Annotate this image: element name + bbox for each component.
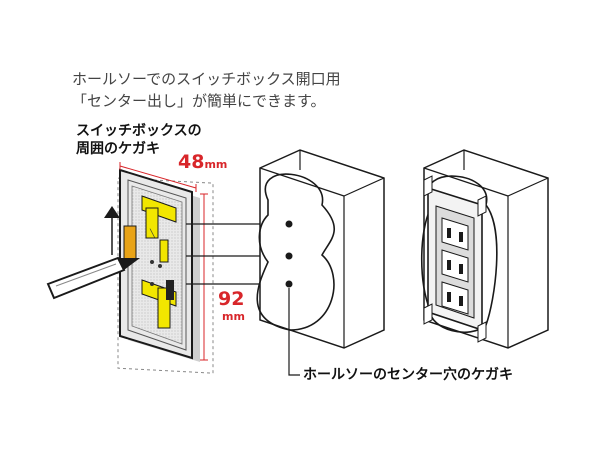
receptacle [441, 249, 469, 283]
perimeter-label-line-1: スイッチボックスの [76, 123, 202, 139]
wall-box-middle [256, 149, 385, 349]
center-mark [285, 220, 293, 228]
receptacle [441, 217, 469, 251]
orange-tape [123, 225, 137, 261]
up-arrow-icon [104, 206, 120, 218]
center-mark [285, 280, 293, 288]
caption-line-2: 「センター出し」が簡単にできます。 [72, 92, 326, 110]
center-mark [285, 252, 293, 260]
perimeter-marking-label: スイッチボックスの 周囲のケガキ [76, 122, 202, 158]
center-hole-label: ホールソーのセンター穴のケガキ [303, 367, 513, 383]
perimeter-label-line-2: 周囲のケガキ [76, 141, 160, 157]
height-dimension: 92 mm [218, 290, 245, 326]
caption: ホールソーでのスイッチボックス開口用 「センター出し」が簡単にできます。 [72, 68, 341, 112]
wall-box-right [420, 149, 549, 349]
width-dimension: 48mm [178, 151, 227, 173]
width-unit: mm [204, 158, 228, 171]
dimension-lines [119, 162, 208, 361]
caption-line-1: ホールソーでのスイッチボックス開口用 [72, 70, 341, 88]
width-value: 48 [178, 151, 205, 173]
center-leader [288, 288, 300, 376]
receptacle [441, 281, 469, 315]
pencil-icon [46, 256, 140, 300]
marking-template: ╲ [117, 168, 214, 374]
height-value: 92 [218, 288, 245, 310]
svg-text:╲: ╲ [149, 228, 156, 238]
outlet-box [423, 175, 487, 343]
height-unit: mm [222, 310, 245, 323]
